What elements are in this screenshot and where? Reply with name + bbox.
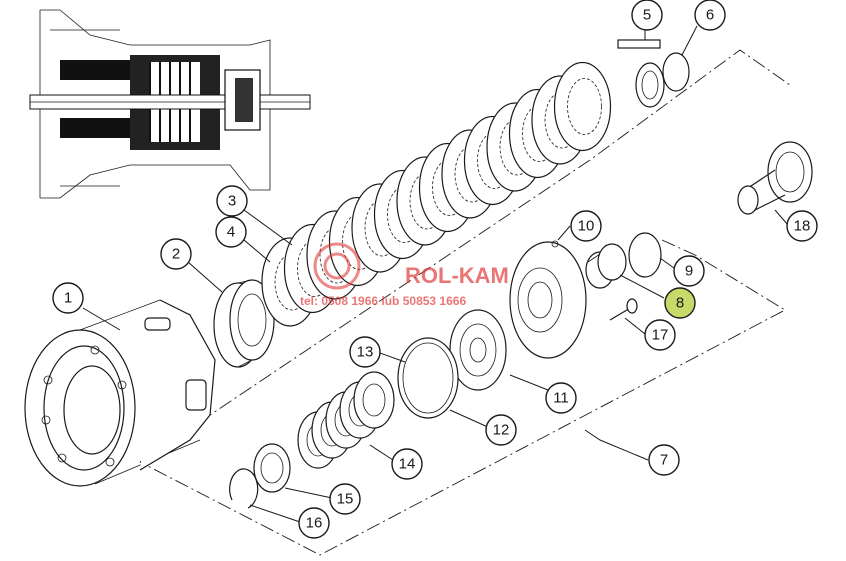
cross-section-inset [29,9,311,199]
svg-text:4: 4 [227,224,235,241]
assembly-boundary [139,49,791,556]
callout-4: 4 [215,216,247,248]
callout-17: 17 [644,319,676,351]
svg-text:13: 13 [357,344,374,361]
part-11-piston [449,309,507,391]
part-12-seal-inner [402,342,454,414]
svg-text:7: 7 [660,452,668,469]
part-14-springs [297,371,395,469]
watermark-brand: ROL-KAM [405,263,509,288]
part-2-bearing [213,279,275,368]
callout-2: 2 [160,238,192,270]
svg-text:1: 1 [64,290,72,307]
belleville-spring-bore [362,383,386,417]
svg-text:15: 15 [337,491,354,508]
svg-text:3: 3 [228,193,236,210]
clutch-disc-stack [261,61,612,327]
callout-6: 6 [694,0,726,31]
part-9-snap-ring [628,232,662,278]
callout-9: 9 [673,255,705,287]
svg-text:18: 18 [794,218,811,235]
part-5-bearing [617,39,665,108]
callout-group: 1 2 3 4 5 6 7 8 9 10 11 12 13 14 15 16 1… [52,0,818,539]
svg-text:17: 17 [652,327,669,344]
callout-15: 15 [329,483,361,515]
part-1-housing [24,299,216,487]
clutch-disc [553,61,612,152]
svg-text:10: 10 [578,218,595,235]
part-12-seal [397,337,459,419]
callout-1: 1 [52,282,84,314]
svg-text:2: 2 [172,246,180,263]
part-17-bolt [609,298,638,321]
part-piston-carrier [509,240,587,359]
leader-lines [82,25,789,523]
part-6-ring [662,52,690,92]
clutch-disc-teeth [567,78,602,135]
callout-7: 7 [648,444,680,476]
part-15-retainer [253,443,291,493]
callout-5: 5 [631,0,663,31]
callout-16: 16 [298,507,330,539]
svg-text:11: 11 [553,390,569,407]
svg-text:6: 6 [706,7,714,24]
callout-13: 13 [349,336,381,368]
part-16-snap-ring [229,468,259,509]
callout-10: 10 [570,210,602,242]
svg-text:12: 12 [493,422,510,439]
part-8-sleeve [585,243,627,289]
callout-18: 18 [786,210,818,242]
svg-text:9: 9 [685,263,693,280]
watermark-contact: tel: 0508 1966 lub 50853 1666 [300,294,466,308]
watermark: ROL-KAM tel: 0508 1966 lub 50853 1666 [300,242,509,308]
callout-3: 3 [216,185,248,217]
callout-11: 11 [545,382,577,414]
belleville-spring [353,371,395,429]
svg-text:16: 16 [306,515,323,532]
svg-text:5: 5 [643,7,651,24]
svg-text:8: 8 [676,295,684,312]
part-18-gear-shaft [737,141,813,215]
callout-14: 14 [391,448,423,480]
callout-12: 12 [485,414,517,446]
svg-text:14: 14 [399,456,416,473]
callout-8: 8 [664,287,696,319]
